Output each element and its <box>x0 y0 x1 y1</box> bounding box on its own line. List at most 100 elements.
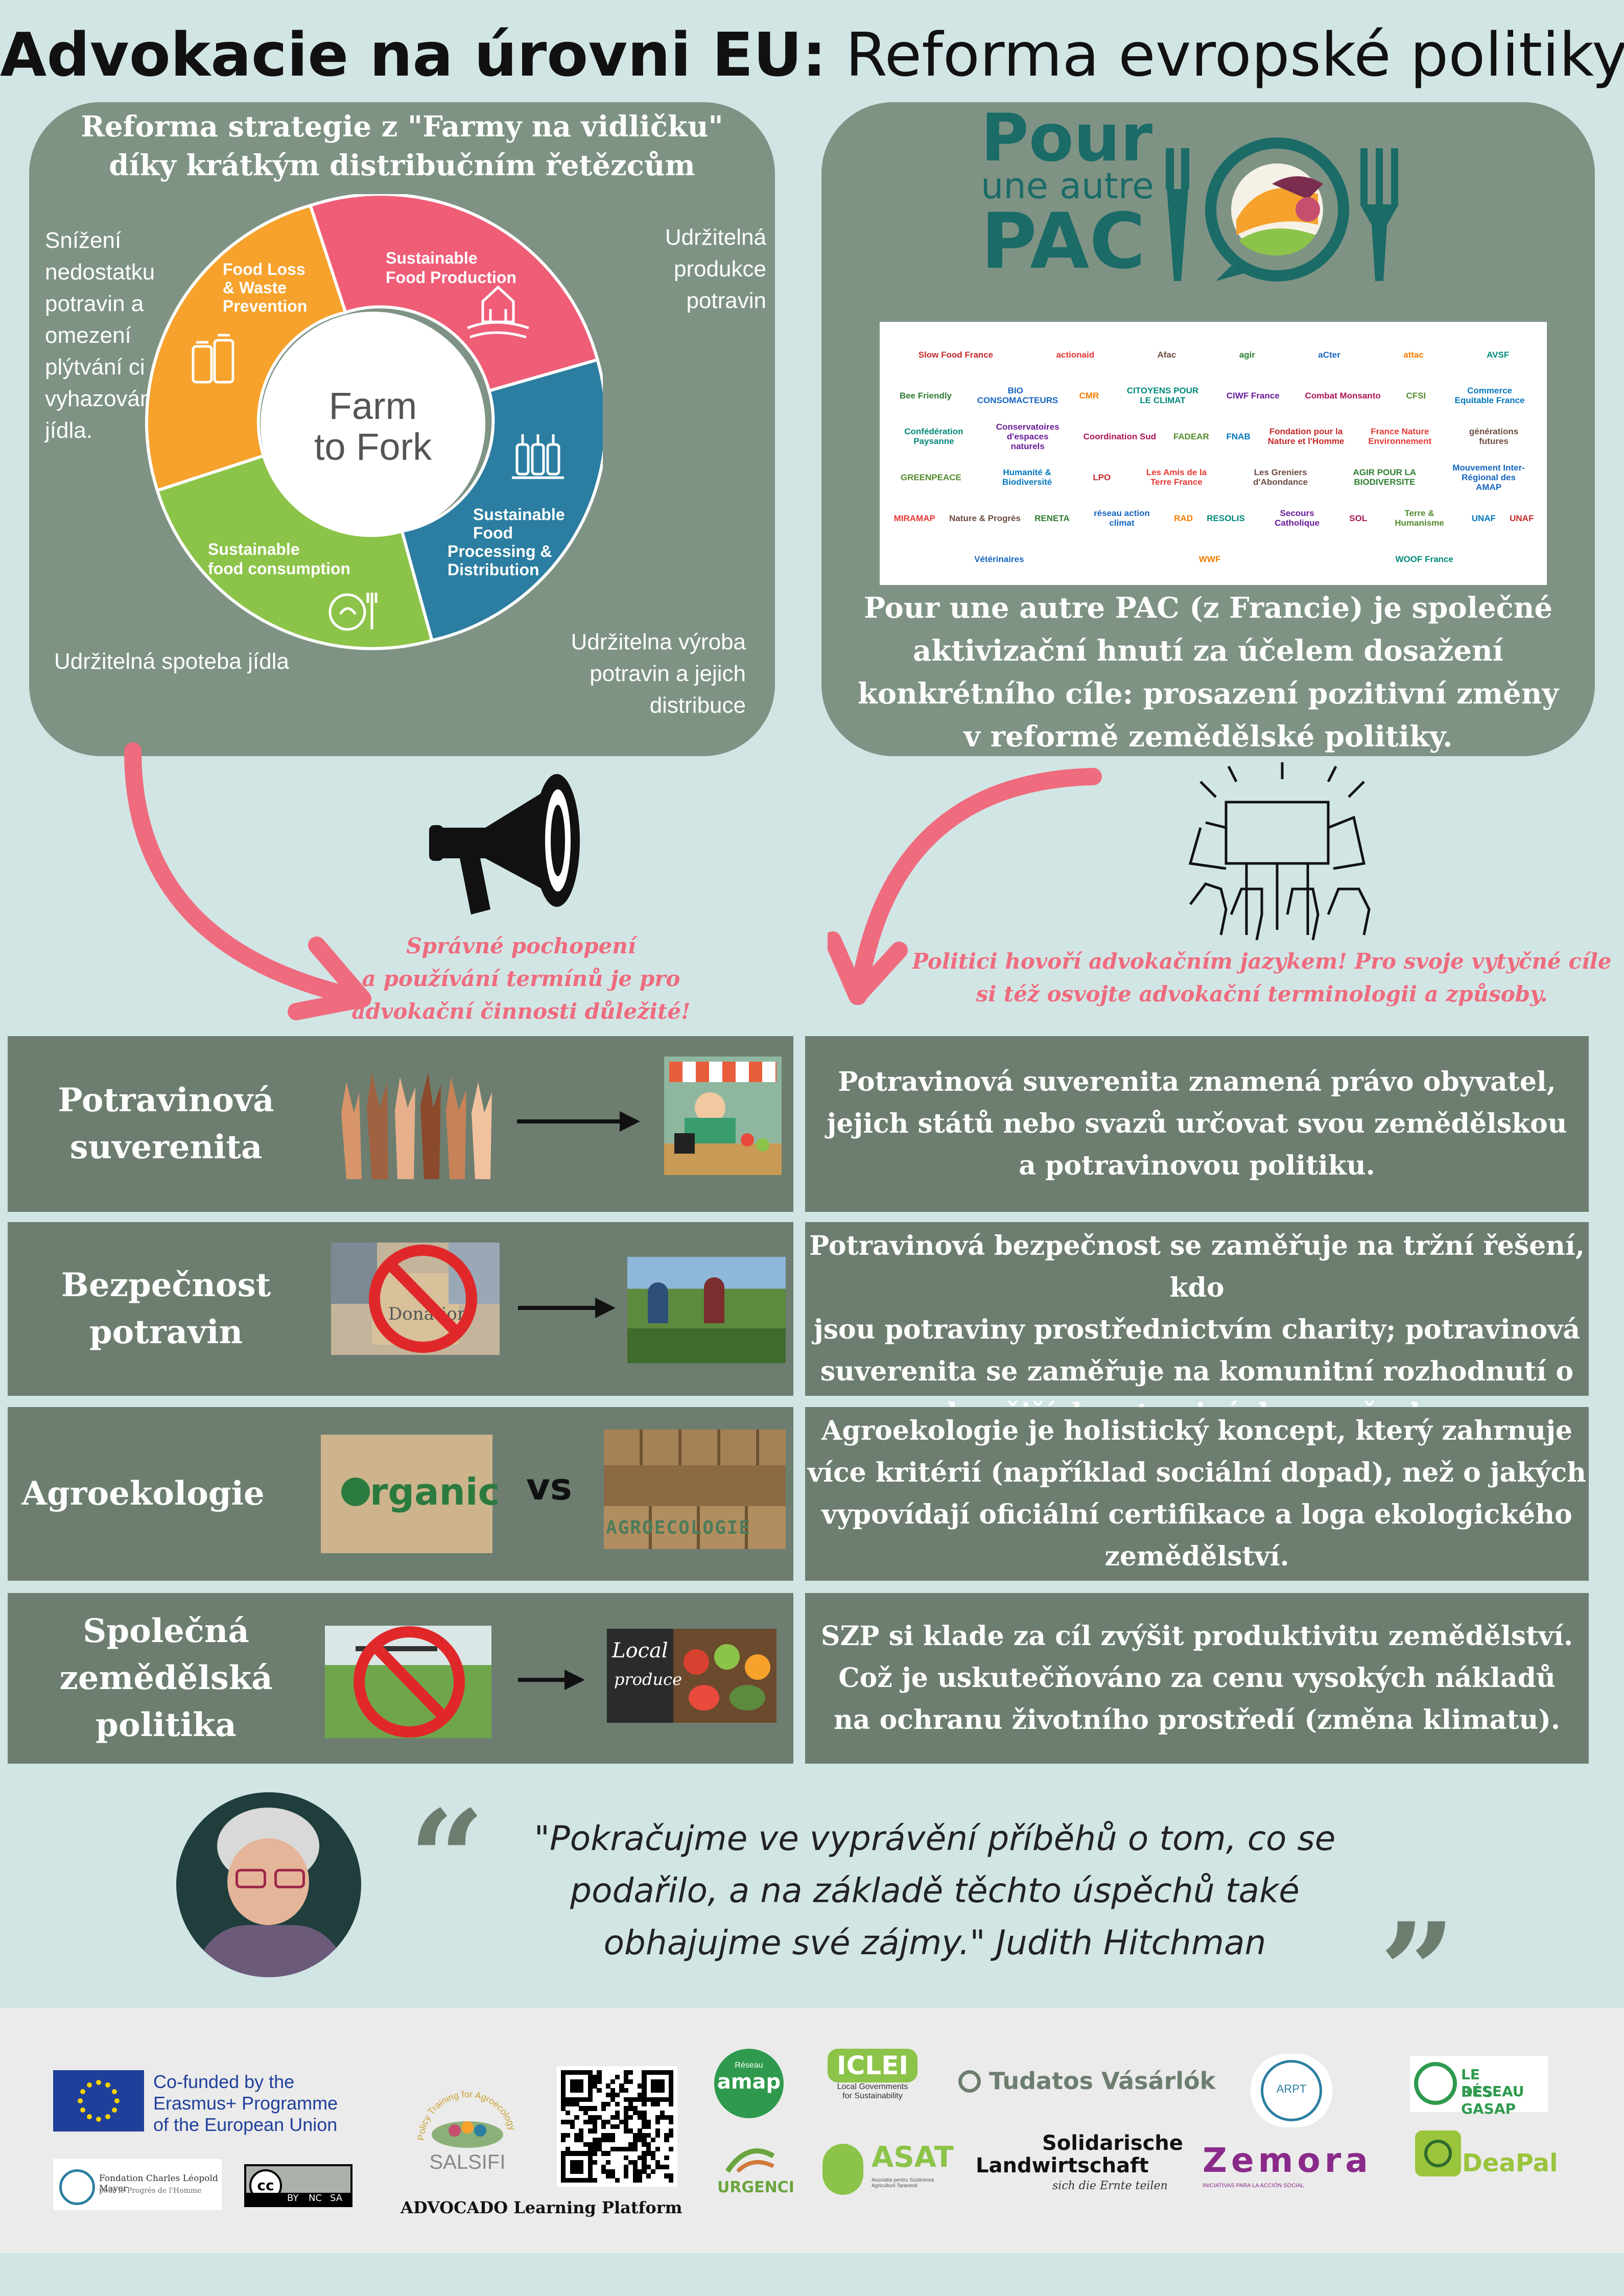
partner-logo: Coordination Sud <box>1083 431 1157 441</box>
segment-label-distribution-1: Sustainable <box>473 505 565 524</box>
bottles-icon <box>512 434 564 479</box>
segment-label-production-1: Sustainable <box>386 249 478 267</box>
partner-logo: aCter <box>1318 349 1340 360</box>
fph-subtext: pour le Progrès de l'Homme <box>99 2187 202 2195</box>
raised-hands-image <box>341 1072 492 1179</box>
donation-box-image: Donation <box>331 1243 500 1355</box>
salsifi-text: SALSIFI <box>429 2151 506 2173</box>
organic-label-image: rganic <box>321 1435 500 1553</box>
amap-logo: Réseau amap <box>714 2049 784 2118</box>
partner-logo: Fondation pour la Nature et l'Homme <box>1267 427 1345 446</box>
partner-logo: Commerce Equitable France <box>1454 386 1525 405</box>
deapal-logo: DeaPal <box>1415 2130 1558 2187</box>
farm-to-fork-title: Reforma strategie z "Farmy na vidličku" … <box>81 110 723 182</box>
solidarische-landwirtschaft-logo: Solidarische Landwirtschaft sich die Ern… <box>976 2131 1183 2192</box>
partner-logo: CMR <box>1079 390 1099 401</box>
partner-logo: réseau action climat <box>1094 508 1150 528</box>
arrow-right-icon <box>517 1111 640 1132</box>
pac-logo-line1: Pour <box>981 100 1152 176</box>
fph-logo: Fondation Charles Léopold Mayer pour le … <box>53 2159 222 2210</box>
partner-logo: WWF <box>1198 554 1221 564</box>
partner-logo: Les Greniers d'Abondance <box>1253 467 1308 487</box>
partner-logo: attac <box>1403 349 1424 360</box>
arrow-right-icon <box>518 1670 585 1690</box>
produce-sign-text: produce <box>614 1670 682 1689</box>
term-row-right <box>805 1593 1589 1764</box>
term-row-right <box>805 1222 1589 1396</box>
partner-logo: GREENPEACE <box>900 472 961 482</box>
partner-logo: FNAB <box>1226 431 1251 441</box>
quote-text: "Pokračujme ve vyprávění příběhů o tom, … <box>534 1819 1336 1962</box>
partner-logo: France Nature Environnement <box>1368 427 1432 446</box>
segment-label-waste-3: Prevention <box>223 297 307 315</box>
prohibited-icon <box>369 1245 477 1353</box>
wheel-segment-waste <box>145 203 348 493</box>
partner-logo: Confédération Paysanne <box>904 427 963 446</box>
partner-logo: Terre & Humanisme <box>1395 508 1444 528</box>
term-row-right <box>805 1036 1589 1212</box>
urgenci-logo: URGENCI <box>717 2136 794 2202</box>
partner-logo: WOOF France <box>1395 554 1453 564</box>
term-description: Potravinová suverenita znamená právo oby… <box>827 1066 1567 1181</box>
megaphone-icon <box>429 774 580 915</box>
local-produce-image: Local produce <box>607 1629 776 1723</box>
partner-logo: Conservatoires d'espaces naturels <box>996 421 1060 451</box>
advocado-platform-label: ADVOCADO Learning Platform <box>401 2198 682 2217</box>
plate-fork-logo-icon <box>1166 137 1399 282</box>
segment-label-distribution-4: Distribution <box>448 560 539 579</box>
tudatos-logo: Tudatos Vásárlók <box>958 2064 1224 2105</box>
segment-label-consumption-2: food consumption <box>208 559 350 578</box>
judith-hitchman-avatar <box>176 1792 361 1977</box>
term-description: Potravinová bezpečnost se zaměřuje na tr… <box>809 1230 1585 1429</box>
pac-logo-line2: une autre <box>981 165 1155 207</box>
barn-icon <box>467 285 529 339</box>
partner-logo: Slow Food France <box>918 349 994 360</box>
partner-logo: MIRAMAP <box>893 513 935 523</box>
pac-logo-line3: PAC <box>981 197 1146 286</box>
partner-logo: Afac <box>1157 349 1176 360</box>
term-row-right <box>805 1407 1589 1581</box>
partner-logo: CITOYENS POUR LE CLIMAT <box>1126 386 1199 405</box>
pac-description: Pour une autre PAC (z Francie) je společ… <box>857 591 1559 754</box>
term-description: Agroekologie je holistický koncept, kter… <box>808 1415 1586 1572</box>
segment-label-distribution-3: Processing & <box>448 542 552 560</box>
title-light: Reforma evropské politiky <box>826 19 1624 90</box>
partner-logo: Vétérinaires <box>974 554 1024 564</box>
asat-logo: ASAT Asociatia pentru Sustinerea Agricul… <box>822 2141 954 2202</box>
partner-logo: agir <box>1239 349 1255 360</box>
partner-logo: CIWF France <box>1226 390 1280 401</box>
plate-cutlery-icon <box>328 593 378 631</box>
wheel-center-line1: Farm <box>329 385 417 427</box>
jars-icon <box>192 334 234 384</box>
partner-logo: BIO CONSOMACTEURS <box>977 386 1058 405</box>
wheel-center-line2: to Fork <box>314 426 432 468</box>
wheel-segment-production <box>308 194 600 393</box>
partner-logo: RENETA <box>1034 513 1070 523</box>
arpt-logo: ARPT <box>1251 2054 1332 2127</box>
creative-commons-badge: cc BY NC SA <box>244 2164 352 2207</box>
partner-logo: UNAF <box>1510 513 1534 523</box>
partner-logo: RAD <box>1174 513 1193 523</box>
qr-code <box>557 2066 677 2187</box>
segment-label-production-2: Food Production <box>386 268 516 287</box>
partner-logo: AGIR POUR LA BIODIVERSITE <box>1353 467 1417 487</box>
partner-logo: UNAF <box>1471 513 1496 523</box>
title-bold: Advokacie na úrovni EU: <box>0 19 827 90</box>
partner-logo: LPO <box>1093 472 1111 482</box>
partner-logo: Combat Monsanto <box>1305 390 1381 401</box>
segment-label-waste-2: & Waste <box>223 278 287 297</box>
footer <box>0 2008 1624 2253</box>
organic-text: rganic <box>370 1470 500 1513</box>
term-description: SZP si klade za cíl zvýšit produktivitu … <box>820 1621 1573 1736</box>
farm-to-fork-wheel: Farm to Fork Sustainable Food Production… <box>145 194 603 650</box>
iclei-logo: ICLEI Local Governments for Sustainabili… <box>821 2049 924 2120</box>
vs-label: vs <box>526 1465 572 1508</box>
